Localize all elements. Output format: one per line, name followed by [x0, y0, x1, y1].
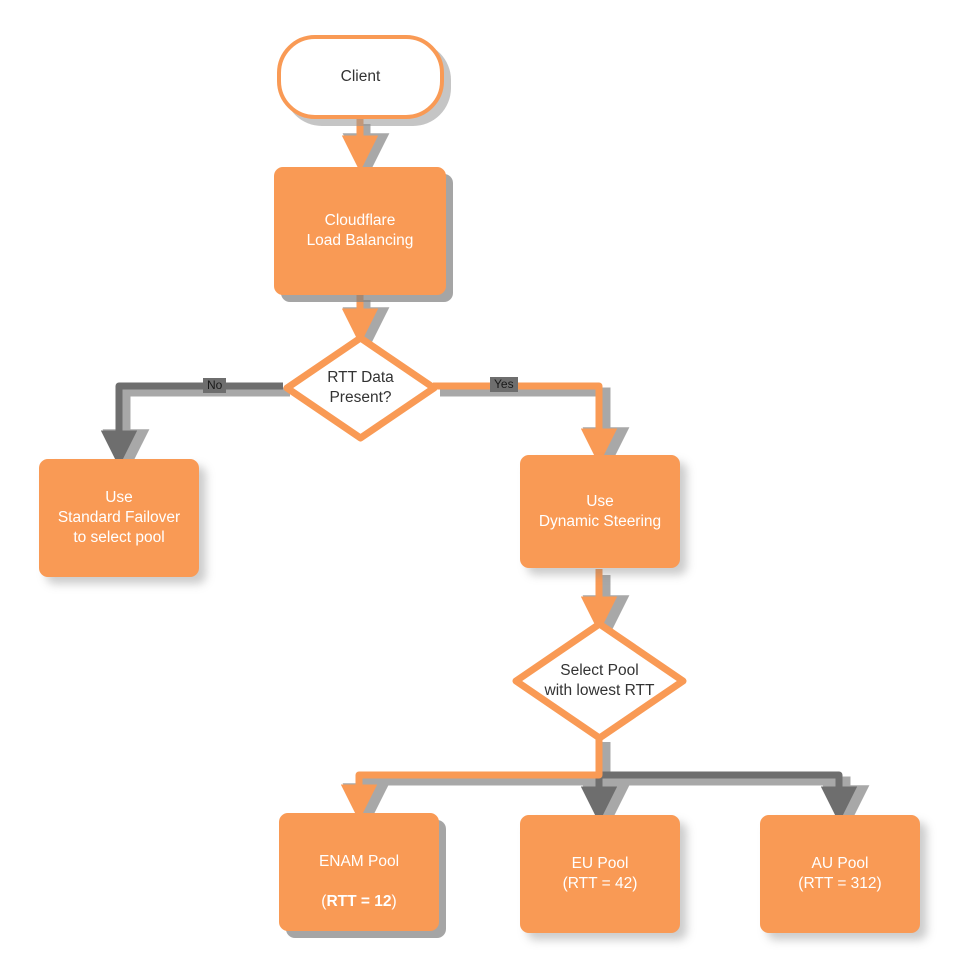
- edge-label-no: No: [203, 378, 227, 394]
- node-cloudflare-load-balancing-label: Cloudflare Load Balancing: [306, 212, 414, 249]
- node-au-pool[interactable]: AU Pool (RTT = 312): [760, 815, 920, 933]
- node-au-pool-label: AU Pool (RTT = 312): [798, 855, 882, 892]
- diamond-shape-rtt: [283, 334, 438, 442]
- node-rtt-data-present[interactable]: RTT Data Present?: [283, 334, 438, 442]
- node-client-label: Client: [340, 68, 381, 86]
- node-dynamic-steering[interactable]: Use Dynamic Steering: [520, 455, 680, 568]
- node-eu-pool[interactable]: EU Pool (RTT = 42): [520, 815, 680, 933]
- node-enam-pool-name: ENAM Pool: [318, 853, 400, 871]
- node-eu-pool-label: EU Pool (RTT = 42): [562, 855, 638, 892]
- node-enam-pool-label: ENAM Pool (RTT = 12): [319, 832, 399, 911]
- node-standard-failover-label: Use Standard Failover to select pool: [57, 489, 181, 546]
- node-enam-pool-rtt: RTT = 12: [326, 892, 392, 910]
- node-select-pool-lowest-rtt[interactable]: Select Pool with lowest RTT: [512, 620, 687, 742]
- node-enam-pool[interactable]: ENAM Pool (RTT = 12): [279, 813, 439, 931]
- node-enam-pool-paren-open: (: [321, 892, 327, 910]
- node-cloudflare-load-balancing[interactable]: Cloudflare Load Balancing: [274, 167, 446, 295]
- edge-select-to-au-pool: [599, 771, 858, 823]
- edge-label-yes: Yes: [490, 377, 518, 393]
- edge-select-to-enam-pool: [340, 736, 603, 821]
- node-dynamic-steering-label: Use Dynamic Steering: [538, 492, 662, 530]
- node-enam-pool-paren-close: ): [391, 892, 397, 910]
- diamond-shape-select-pool: [512, 620, 687, 742]
- node-client[interactable]: Client: [277, 35, 444, 119]
- edge-rtt-to-standard-failover: [100, 382, 283, 467]
- node-standard-failover[interactable]: Use Standard Failover to select pool: [39, 459, 199, 577]
- edges-gray: [100, 382, 858, 823]
- edge-rtt-to-dynamic-steering: [433, 382, 618, 465]
